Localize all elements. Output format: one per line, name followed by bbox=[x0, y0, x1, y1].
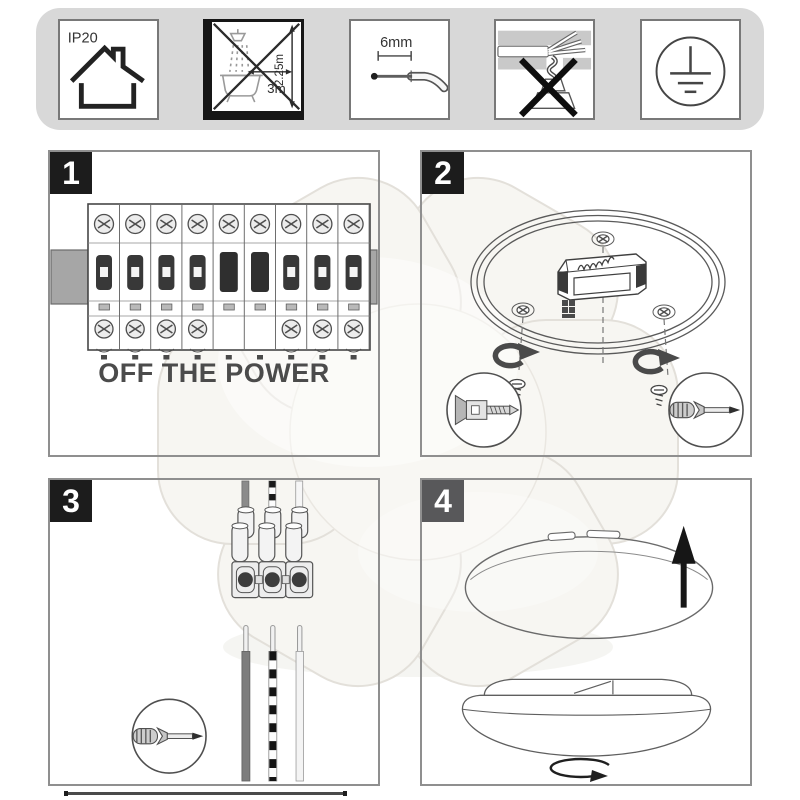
no-bathroom-zone-icon: 2.25m 3m bbox=[212, 22, 301, 111]
step-number-badge: 4 bbox=[422, 480, 464, 522]
svg-text:3m: 3m bbox=[267, 81, 286, 96]
circuit-breaker-illustration bbox=[50, 203, 378, 361]
indoor-use-ip20-box: IP20 bbox=[58, 19, 159, 120]
lift-arrow bbox=[671, 525, 696, 608]
no-suspend-by-cable-box bbox=[494, 19, 595, 120]
step-number-badge: 1 bbox=[50, 152, 92, 194]
step-number-badge: 3 bbox=[50, 480, 92, 522]
stripped-wires bbox=[241, 625, 304, 782]
mounting-plate-illustration bbox=[446, 209, 744, 448]
svg-text:2.25m: 2.25m bbox=[274, 54, 286, 86]
driver-unit bbox=[557, 253, 647, 318]
rotate-arrow bbox=[549, 757, 610, 783]
svg-text:IP20: IP20 bbox=[68, 30, 98, 46]
screwdriver-callout bbox=[131, 698, 207, 774]
step-panel-2: 2 bbox=[420, 150, 752, 457]
protective-earth-box bbox=[640, 19, 741, 120]
assembled-lamp-side-view bbox=[461, 678, 712, 757]
off-the-power-caption: OFF THE POWER bbox=[98, 358, 330, 388]
step-panel-4: 4 bbox=[420, 478, 752, 786]
cover-attachment-illustration bbox=[461, 525, 714, 783]
safety-icon-bar: IP20 2.25m bbox=[36, 8, 764, 130]
wall-anchor-callout bbox=[446, 372, 522, 448]
terminal-block bbox=[231, 506, 314, 599]
protective-earth-icon bbox=[655, 36, 726, 107]
step-number-badge: 2 bbox=[422, 152, 464, 194]
step-panel-1: 1 OFF THE POWER bbox=[48, 150, 380, 457]
wire-strip-length-icon: 6mm bbox=[370, 35, 448, 93]
no-suspend-by-cable-icon bbox=[497, 30, 592, 118]
cropped-bottom-rule bbox=[64, 791, 347, 796]
terminal-wiring-illustration bbox=[131, 480, 314, 782]
screwdriver-callout bbox=[668, 372, 744, 448]
step-panel-3: 3 bbox=[48, 478, 380, 786]
svg-text:6mm: 6mm bbox=[380, 35, 412, 51]
wire-strip-length-box: 6mm bbox=[349, 19, 450, 120]
indoor-use-ip20-icon: IP20 bbox=[68, 30, 145, 109]
no-bathroom-zone-box: 2.25m 3m bbox=[203, 19, 304, 120]
